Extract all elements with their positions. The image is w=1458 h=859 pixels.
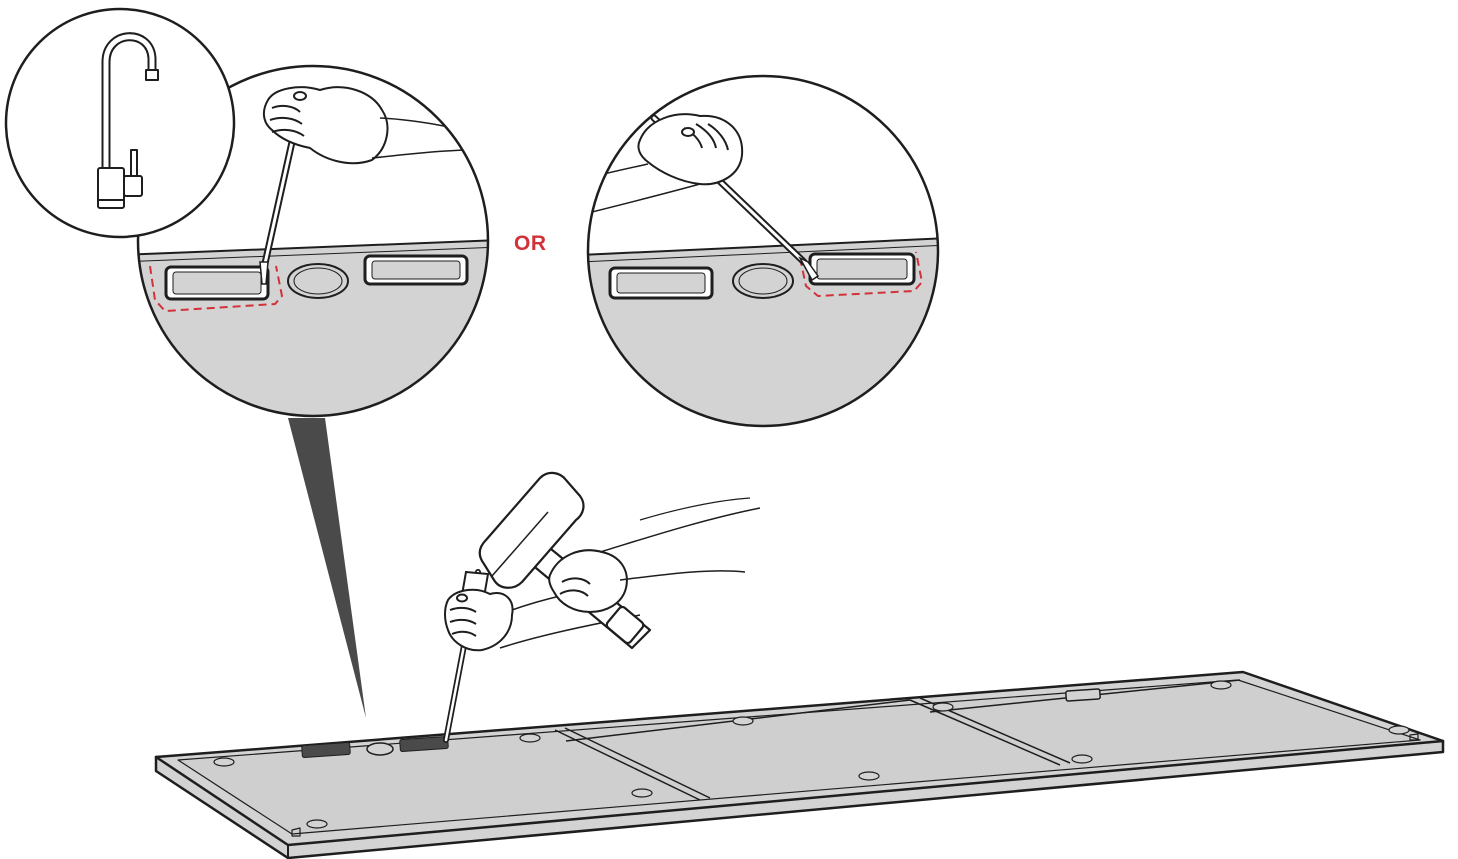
knockout-right xyxy=(810,254,914,284)
faucet-hole xyxy=(733,264,793,298)
knockout-left xyxy=(166,267,268,299)
knockout-right xyxy=(365,256,467,284)
faucet-hole xyxy=(288,264,348,298)
access-panel xyxy=(1066,689,1101,701)
knockout-left xyxy=(610,268,712,298)
faucet-inset xyxy=(6,9,234,237)
faucet-hole xyxy=(367,743,393,755)
countertop xyxy=(156,672,1443,858)
zoom-circle-right xyxy=(580,76,950,440)
or-label: OR xyxy=(514,232,547,256)
zoom-pointer xyxy=(288,418,366,718)
